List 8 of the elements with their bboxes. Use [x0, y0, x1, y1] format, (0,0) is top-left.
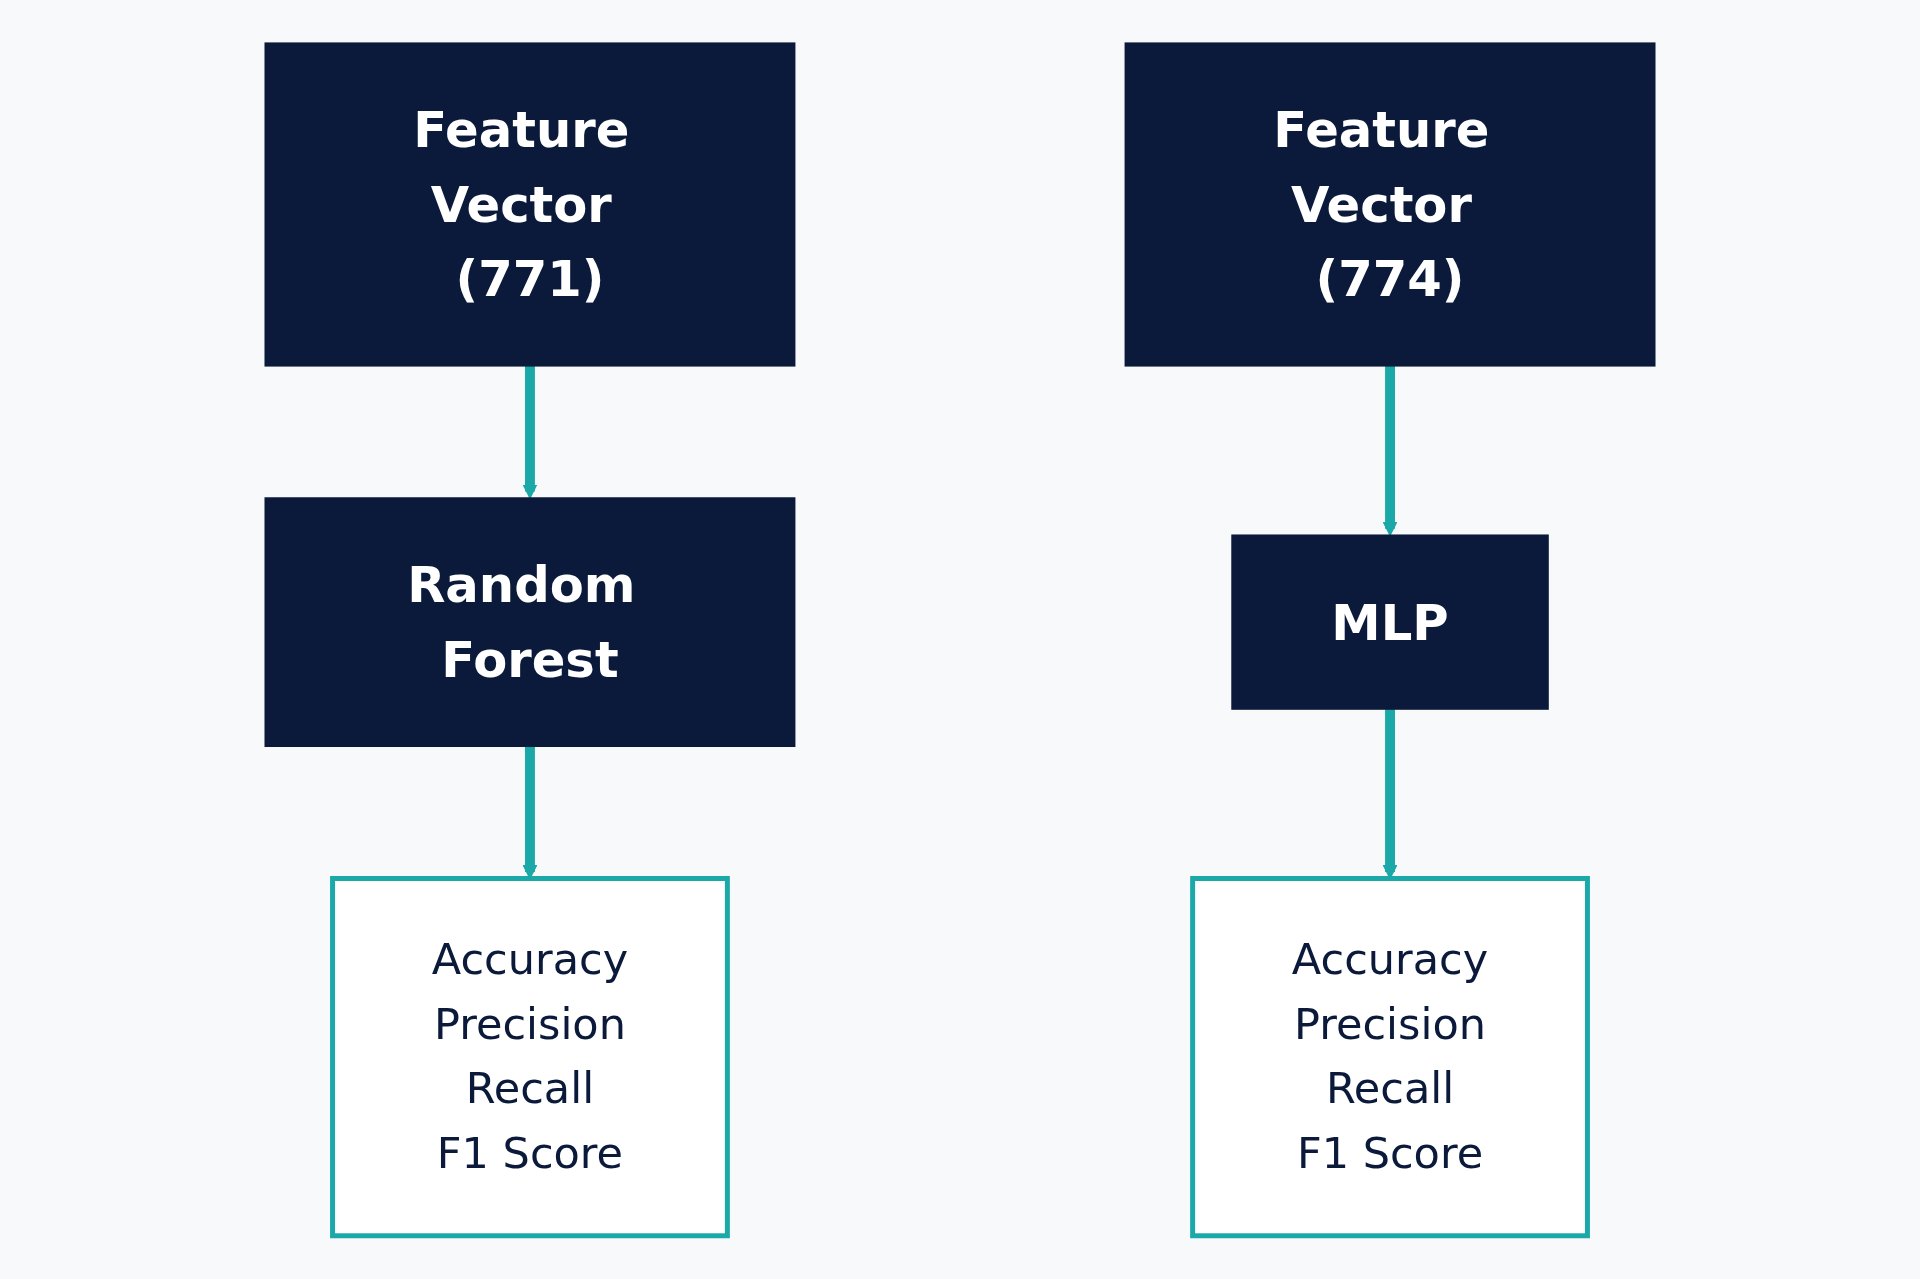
- node-box: Accuracy Precision Recall F1 Score: [330, 876, 730, 1239]
- arrow: [1382, 365, 1398, 536]
- node-box: Accuracy Precision Recall F1 Score: [1190, 876, 1590, 1239]
- node-box: MLP: [1231, 534, 1549, 710]
- node-box: Feature Vector (774): [1124, 42, 1656, 367]
- arrow: [522, 365, 538, 499]
- node-box: Feature Vector (771): [264, 42, 796, 367]
- node-box: Random Forest: [264, 497, 796, 747]
